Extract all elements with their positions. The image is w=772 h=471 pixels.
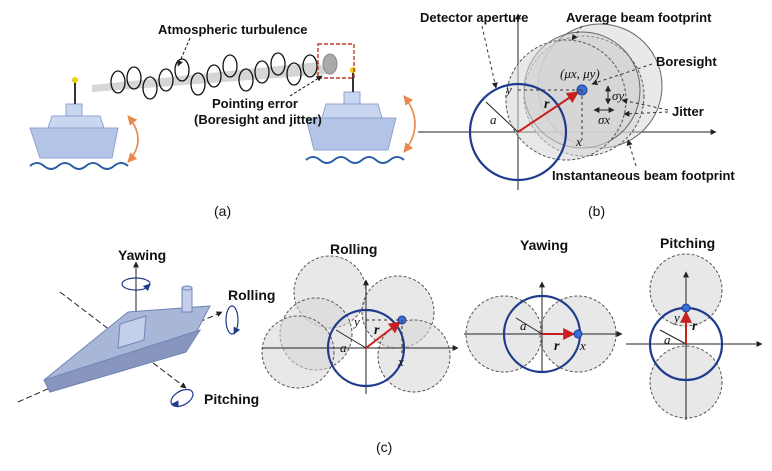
b-y-label: y (504, 82, 512, 97)
yawing-r-label: r (554, 339, 560, 354)
pointing-label-1: Pointing error (212, 96, 298, 111)
b-detector-pointer (481, 25, 498, 89)
roll-rotation-arrow (233, 326, 241, 335)
rolling-beam-5 (261, 315, 335, 389)
left-roll-arrow (127, 115, 139, 163)
yawing-radius (515, 317, 543, 335)
pitching-y-label: y (672, 310, 680, 325)
pointing-error-box (317, 43, 355, 79)
rolling-x-label: x (397, 354, 404, 369)
beam-spot (322, 53, 338, 75)
b-vector-r (517, 91, 579, 133)
b-a-label: a (490, 112, 497, 127)
turbulence-pointer (177, 37, 191, 67)
right-roll-arrow (403, 95, 416, 153)
pitching-a-label: a (664, 332, 671, 347)
b-detector-aperture (468, 82, 568, 182)
caption-b: (b) (588, 203, 605, 219)
b-jitter-pointer-1 (621, 98, 669, 111)
yawing-point (573, 329, 583, 339)
panel-b: a r y x (μx, μy) σy σx Detector aperture… (418, 10, 735, 219)
rolling-vector-r (365, 321, 401, 349)
left-ship (29, 77, 129, 170)
pitching-r-label: r (692, 319, 698, 334)
turbulence-eddies (110, 52, 318, 100)
beam-path (92, 62, 330, 92)
pitch-rotation-icon (170, 388, 194, 408)
b-sigma-y-label: σy (612, 88, 624, 103)
right-ship (305, 67, 405, 164)
caption-c: (c) (376, 439, 392, 455)
pitching-label: Pitching (204, 391, 259, 407)
b-r-label: r (544, 97, 550, 112)
rolling-y-label: y (352, 314, 360, 329)
c-ship (43, 285, 211, 393)
rolling-r-label: r (374, 323, 380, 338)
b-boresight-pointer (591, 63, 653, 86)
panel-c-rolling: a r y x Rolling (261, 241, 459, 394)
panel-a: Atmospheric turbulence Pointing error (B… (29, 22, 416, 219)
turbulence-label: Atmospheric turbulence (158, 22, 308, 37)
panel-c-yawing: a r x Yawing (464, 237, 623, 374)
b-average-pointer (571, 25, 583, 41)
rolling-a-label: a (340, 340, 347, 355)
rolling-beam-4 (377, 319, 451, 393)
yawing-a-label: a (520, 318, 527, 333)
panel-c-ship: Yawing Rolling Pitching (17, 247, 275, 408)
pitching-title: Pitching (660, 235, 715, 251)
pointing-label-2: (Boresight and jitter) (194, 112, 322, 127)
yawing-label: Yawing (118, 247, 166, 263)
rolling-title: Rolling (330, 241, 377, 257)
b-instantaneous-pointer (626, 139, 637, 167)
b-detector-label: Detector aperture (420, 10, 528, 25)
yaw-rotation-arrow (142, 283, 151, 292)
b-boresight-label: Boresight (656, 54, 717, 69)
rolling-radius (335, 329, 367, 349)
b-instantaneous-label: Instantaneous beam footprint (552, 168, 735, 183)
pitching-point (681, 303, 691, 313)
pointing-pointer (289, 75, 323, 97)
panel-c-pitching: a r y Pitching (626, 235, 763, 420)
caption-a: (a) (214, 203, 231, 219)
pitching-radius (659, 329, 687, 345)
b-jitter-label: Jitter (672, 104, 704, 119)
rolling-label: Rolling (228, 287, 275, 303)
b-jitter-pointer-2 (623, 110, 669, 117)
yawing-title: Yawing (520, 237, 568, 253)
b-x-label: x (575, 134, 582, 149)
yawing-x-label: x (579, 338, 586, 353)
b-mu-label: (μx, μy) (560, 66, 600, 81)
roll-rotation-icon (225, 305, 239, 335)
b-average-label: Average beam footprint (566, 10, 712, 25)
rolling-detector (326, 308, 406, 388)
b-sigma-x-label: σx (598, 112, 610, 127)
b-radius-a (485, 101, 519, 133)
